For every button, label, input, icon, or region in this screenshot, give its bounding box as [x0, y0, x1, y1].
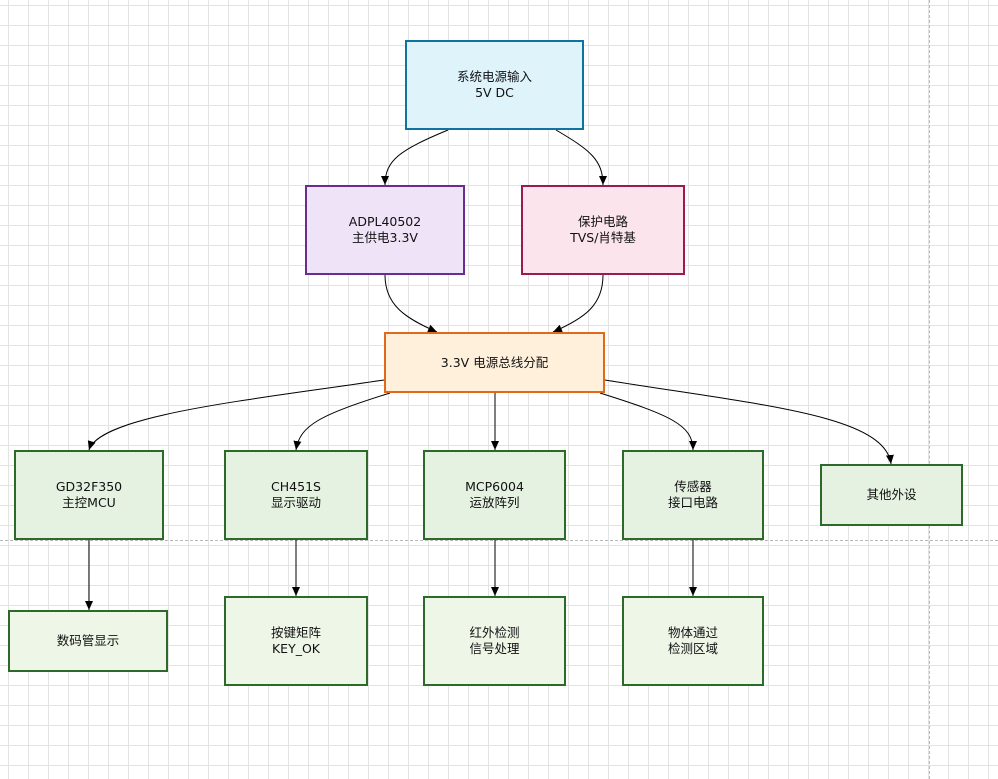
edge-adpl-to-bus[interactable]: [384, 274, 438, 333]
node-adpl40502-line-2: 主供电3.3V: [352, 230, 418, 245]
edge-protection-to-bus[interactable]: [552, 274, 604, 333]
node-sensor-interface-line-1: 传感器: [674, 479, 712, 494]
node-adpl40502[interactable]: ADPL40502 主供电3.3V: [305, 185, 465, 275]
node-power-bus-line-1: 3.3V 电源总线分配: [440, 354, 549, 370]
canvas-guide-horizontal: [0, 540, 998, 541]
node-digit-display-line-1: 数码管显示: [56, 633, 120, 648]
edge-bus-to-ch451s[interactable]: [293, 392, 391, 451]
node-protection-circuit-line-2: TVS/肖特基: [570, 230, 636, 245]
node-object-detection-zone-line-2: 检测区域: [667, 641, 718, 656]
node-object-detection-zone-line-1: 物体通过: [667, 625, 718, 640]
edge-bus-to-mcu[interactable]: [87, 379, 385, 451]
node-opamp-array-line-1: MCP6004: [465, 479, 524, 494]
edge-power_input-to-adpl[interactable]: [381, 129, 449, 186]
node-power-input-line-2: 5V DC: [475, 85, 514, 100]
node-mcu[interactable]: GD32F350 主控MCU: [14, 450, 164, 540]
node-power-bus[interactable]: 3.3V 电源总线分配: [384, 332, 605, 393]
node-other-peripherals-line-1: 其他外设: [866, 487, 917, 502]
edge-bus-to-other[interactable]: [604, 379, 894, 465]
node-protection-circuit[interactable]: 保护电路 TVS/肖特基: [521, 185, 685, 275]
node-protection-circuit-line-1: 保护电路: [577, 214, 628, 229]
node-keypad-matrix-line-1: 按键矩阵: [270, 625, 321, 640]
node-digit-display[interactable]: 数码管显示: [8, 610, 168, 672]
node-sensor-interface-line-2: 接口电路: [667, 495, 718, 510]
node-ir-detection-line-1: 红外检测: [469, 625, 520, 640]
node-power-input[interactable]: 系统电源输入 5V DC: [405, 40, 584, 130]
node-mcu-line-2: 主控MCU: [62, 495, 116, 510]
node-power-input-line-1: 系统电源输入: [456, 69, 532, 84]
edge-power_input-to-protection[interactable]: [555, 129, 607, 186]
node-opamp-array-line-2: 运放阵列: [469, 495, 520, 510]
node-keypad-matrix-line-2: KEY_OK: [271, 641, 321, 656]
node-object-detection-zone[interactable]: 物体通过 检测区域: [622, 596, 764, 686]
node-display-driver-line-1: CH451S: [271, 479, 321, 494]
node-sensor-interface[interactable]: 传感器 接口电路: [622, 450, 764, 540]
node-mcu-line-1: GD32F350: [55, 479, 123, 494]
node-keypad-matrix[interactable]: 按键矩阵 KEY_OK: [224, 596, 368, 686]
node-adpl40502-line-1: ADPL40502: [348, 214, 422, 229]
node-other-peripherals[interactable]: 其他外设: [820, 464, 963, 526]
edge-bus-to-sensor[interactable]: [599, 392, 697, 451]
node-display-driver[interactable]: CH451S 显示驱动: [224, 450, 368, 540]
node-opamp-array[interactable]: MCP6004 运放阵列: [423, 450, 566, 540]
node-ir-detection-line-2: 信号处理: [469, 641, 520, 656]
node-ir-detection[interactable]: 红外检测 信号处理: [423, 596, 566, 686]
canvas-guide-vertical: [929, 0, 930, 779]
node-display-driver-line-2: 显示驱动: [270, 495, 321, 510]
